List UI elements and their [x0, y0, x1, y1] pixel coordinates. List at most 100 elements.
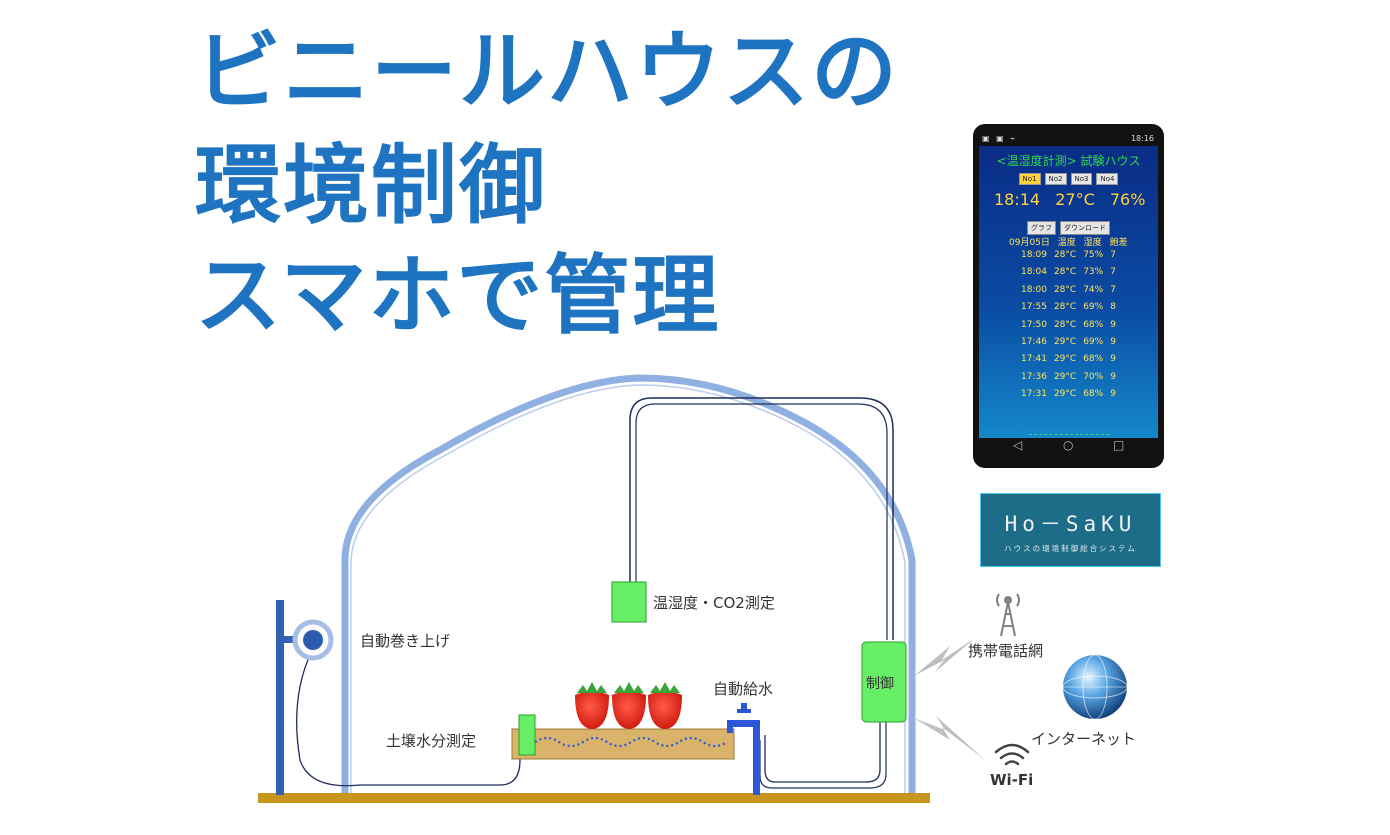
table-row: 18:04 28°C 73% 7 [1021, 267, 1123, 284]
row-deficit: 7 [1110, 267, 1116, 278]
mobile-network-label: 携帯電話網 [968, 642, 1043, 660]
row-humidity: 73% [1083, 267, 1104, 278]
row-time: 18:00 [1021, 284, 1047, 295]
row-temp: 29°C [1053, 336, 1077, 347]
roller-label: 自動巻き上げ [360, 632, 450, 650]
temp-co2-label: 温湿度・CO2測定 [653, 594, 775, 612]
row-humidity: 74% [1083, 284, 1104, 295]
table-header: 09月05日 温度 湿度 飽差 [1009, 235, 1133, 248]
internet-label: インターネット [1031, 730, 1136, 748]
list-end-divider [1029, 434, 1109, 435]
smartphone-mockup: ▣ ▣ ⌁ 18:16 <温湿度計測> 試験ハウス No1 No2 No3 No… [973, 124, 1164, 468]
current-temp: 27°C [1055, 190, 1095, 209]
row-deficit: 9 [1110, 389, 1116, 400]
row-deficit: 9 [1110, 319, 1116, 330]
tab-no3[interactable]: No3 [1070, 173, 1093, 185]
status-clock: 18:16 [1130, 134, 1154, 143]
current-humidity: 76% [1109, 190, 1146, 209]
strawberry-icon [612, 682, 646, 729]
logo-subtitle: ハウスの環境制御総合システム [1004, 544, 1137, 553]
wifi-label: Wi-Fi [990, 771, 1033, 789]
control-box [861, 641, 907, 723]
faucet-icon [727, 703, 760, 795]
current-reading: 18:14 27°C 76% [994, 190, 1154, 209]
row-humidity: 75% [1083, 250, 1104, 260]
row-time: 18:09 [1021, 250, 1047, 260]
ground-bar [258, 793, 930, 803]
strawberry-icon [575, 682, 609, 729]
current-time: 18:14 [994, 190, 1041, 209]
row-temp: 28°C [1053, 302, 1077, 313]
row-humidity: 68% [1083, 319, 1104, 330]
wifi-icon [994, 743, 1030, 766]
headline-line-3: スマホで管理 [195, 246, 721, 346]
row-time: 17:36 [1021, 371, 1047, 382]
android-nav-bar: ◁ ○ □ [973, 436, 1164, 458]
strawberry-icon [648, 682, 682, 729]
app-screen: <温湿度計測> 試験ハウス No1 No2 No3 No4 18:14 27°C… [979, 146, 1158, 438]
app-title: <温湿度計測> 試験ハウス [996, 154, 1141, 168]
action-buttons: グラフ ダウンロード [979, 221, 1158, 235]
control-label: 制御 [866, 676, 894, 692]
logo-title: Ho－SaKU [1004, 512, 1137, 536]
row-temp: 28°C [1053, 284, 1077, 295]
control-cable-2 [759, 722, 887, 789]
soil-moisture-label: 土壌水分測定 [386, 732, 476, 750]
header-date: 09月05日 [1009, 238, 1050, 248]
tab-no2[interactable]: No2 [1044, 173, 1067, 185]
hosaku-logo: Ho－SaKU ハウスの環境制御総合システム [980, 493, 1161, 567]
row-humidity: 68% [1083, 389, 1104, 400]
headline-line-1: ビニールハウスの [195, 22, 899, 122]
row-temp: 29°C [1053, 354, 1077, 365]
roller-cable [296, 654, 521, 787]
graph-button[interactable]: グラフ [1027, 221, 1056, 235]
row-temp: 28°C [1053, 319, 1077, 330]
row-deficit: 8 [1110, 302, 1116, 313]
auto-water-label: 自動給水 [713, 680, 773, 698]
temp-co2-sensor-box [611, 581, 647, 623]
row-temp: 28°C [1053, 267, 1077, 278]
table-row: 17:36 29°C 70% 9 [1021, 372, 1123, 389]
wireless-signal-icon [914, 716, 985, 760]
roller-icon [303, 630, 323, 650]
row-time: 18:04 [1021, 267, 1047, 278]
roller-post [276, 600, 284, 795]
row-deficit: 9 [1110, 336, 1116, 347]
row-time: 17:55 [1021, 302, 1047, 313]
header-humidity: 湿度 [1083, 238, 1102, 248]
header-temp: 温度 [1057, 238, 1076, 248]
row-time: 17:46 [1021, 336, 1047, 347]
recents-icon[interactable]: □ [1113, 438, 1125, 452]
row-humidity: 70% [1083, 371, 1104, 382]
row-deficit: 9 [1110, 354, 1116, 365]
row-deficit: 9 [1110, 371, 1116, 382]
row-humidity: 68% [1083, 354, 1104, 365]
sensor-cable [629, 397, 894, 640]
greenhouse-frame-inner [350, 384, 906, 795]
home-icon[interactable]: ○ [1063, 438, 1074, 452]
header-deficit: 飽差 [1109, 238, 1128, 248]
row-temp: 29°C [1053, 389, 1077, 400]
row-deficit: 7 [1110, 250, 1116, 260]
back-icon[interactable]: ◁ [1013, 438, 1023, 452]
wireless-signal-icon [914, 638, 975, 676]
soil-sensor-box [518, 714, 536, 756]
control-cable [764, 722, 881, 783]
tab-no1[interactable]: No1 [1018, 173, 1041, 185]
download-button[interactable]: ダウンロード [1060, 221, 1110, 235]
cell-tower-icon [996, 593, 1020, 637]
water-tube [534, 736, 728, 748]
headline-line-2: 環境制御 [195, 136, 547, 236]
house-tabs: No1 No2 No3 No4 [979, 173, 1158, 185]
status-icons: ▣ ▣ ⌁ [982, 134, 1018, 143]
row-temp: 29°C [1053, 371, 1077, 382]
tab-no4[interactable]: No4 [1096, 173, 1119, 185]
